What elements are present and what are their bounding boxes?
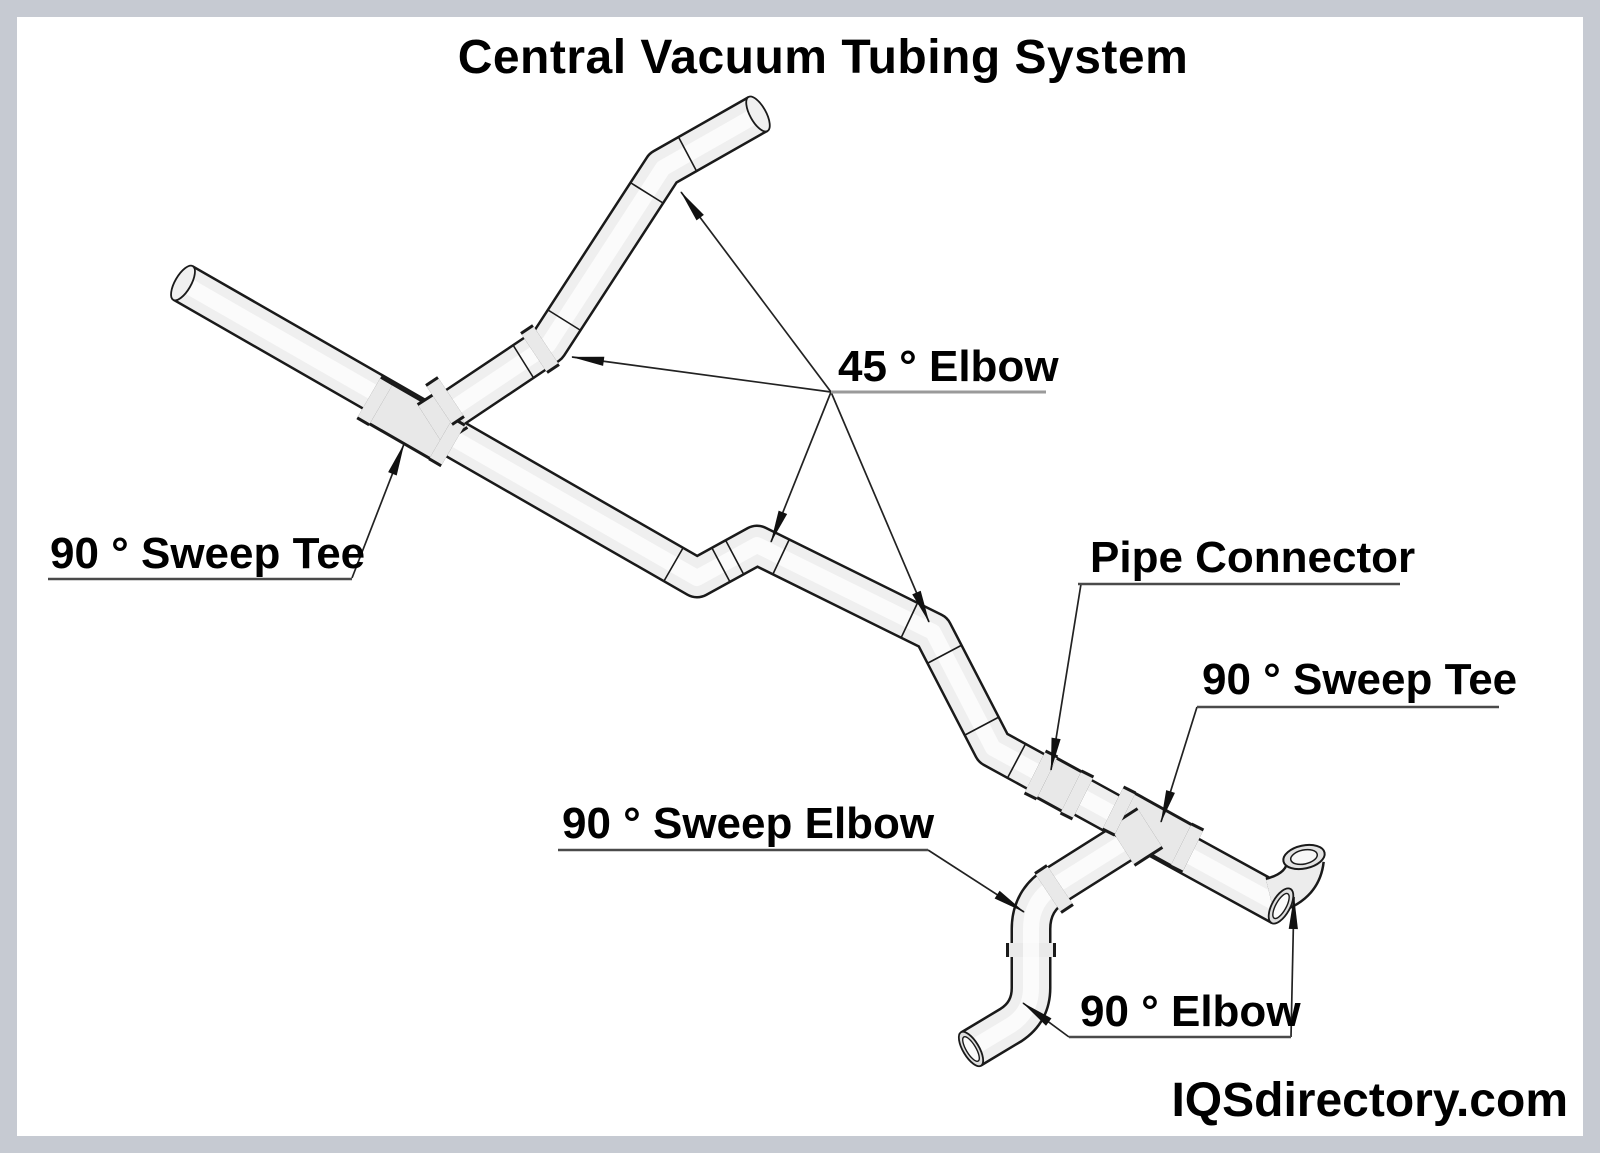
pipe-end-upper-left <box>170 264 196 302</box>
elbow-seam-lines <box>512 137 1027 778</box>
callout-underlines <box>48 390 1499 1039</box>
label-90-elbow: 90 ° Elbow <box>1080 987 1301 1036</box>
lower-branch-pipe-highlight <box>966 820 1153 1056</box>
leader-45-elbow-jog <box>770 391 832 543</box>
open-pipe-ends <box>170 95 1295 1068</box>
leader-90-elbow-left <box>1022 1002 1070 1038</box>
upper-branch-pipe-highlight <box>425 107 762 431</box>
right-90-elbow-fitting <box>1264 843 1326 915</box>
leader-45-elbow-branch <box>571 356 832 393</box>
leader-lines <box>351 191 1298 1038</box>
pipe-end-right-bore <box>1272 892 1290 920</box>
leader-45-elbow-mid <box>830 391 930 623</box>
leader-sweep-tee-right <box>1160 706 1198 823</box>
elbow-socket-bore <box>1289 848 1319 866</box>
label-sweep-tee-right: 90 ° Sweep Tee <box>1202 655 1517 704</box>
pipe-connector-fitting <box>1023 749 1095 821</box>
label-sweep-tee-left: 90 ° Sweep Tee <box>50 529 365 578</box>
left-sweep-tee-fitting <box>356 375 469 468</box>
leader-sweep-elbow <box>927 849 1025 913</box>
label-pipe-connector: Pipe Connector <box>1090 533 1415 582</box>
label-sweep-elbow: 90 ° Sweep Elbow <box>562 799 935 848</box>
label-45-elbow: 45 ° Elbow <box>838 342 1059 391</box>
leader-45-elbow-top <box>680 191 832 393</box>
leader-pipe-connector <box>1050 583 1082 771</box>
right-sweep-tee-fitting <box>1006 785 1205 957</box>
diagram-title: Central Vacuum Tubing System <box>458 31 1189 84</box>
leader-sweep-tee-left <box>351 443 405 579</box>
watermark: IQSdirectory.com <box>1171 1074 1568 1127</box>
pipe-end-top <box>745 95 771 133</box>
branch-45-elbow-socket <box>520 324 560 374</box>
pipe-end-bottom-bore <box>961 1036 981 1062</box>
leader-90-elbow-right <box>1288 896 1298 1038</box>
